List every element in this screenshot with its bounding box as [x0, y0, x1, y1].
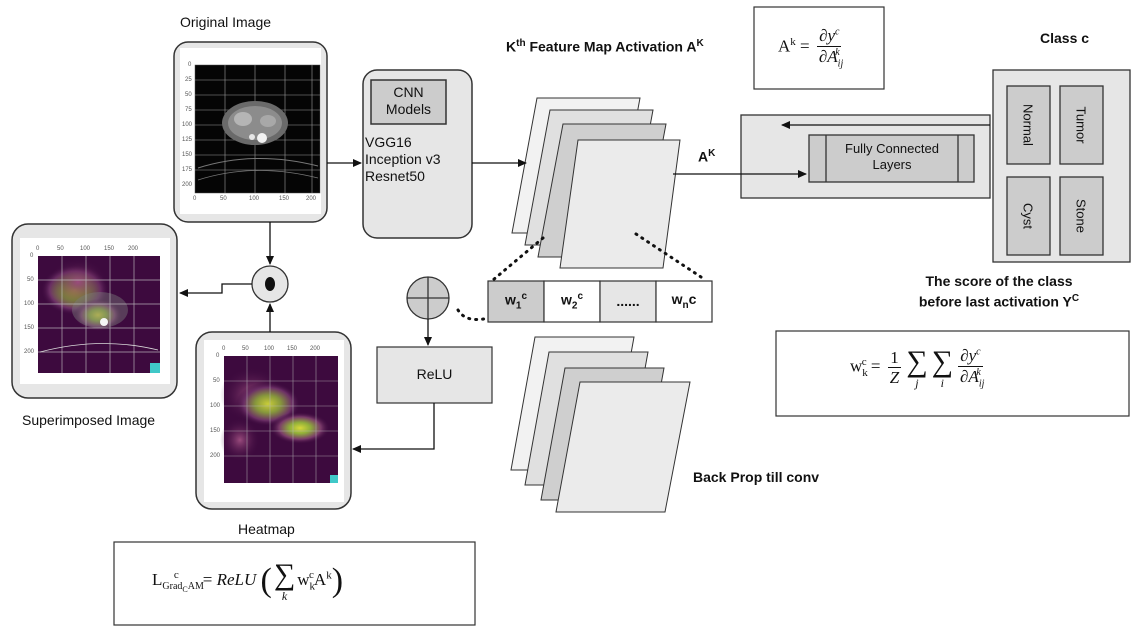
back-prop-label: Back Prop till conv — [693, 469, 820, 485]
weight-w1: w1c — [504, 291, 527, 312]
feature-map-title: Kth Feature Map Activation AK — [506, 38, 704, 55]
class-c-label: Class c — [1040, 30, 1090, 46]
feature-map-stack-top — [511, 97, 681, 269]
multiply-node-icon — [251, 265, 289, 303]
formula-box-ak — [753, 6, 885, 90]
class-tumor: Tumor — [1073, 106, 1089, 144]
class-box — [992, 69, 1131, 263]
weight-vector — [487, 280, 713, 323]
ak-label: AK — [698, 148, 716, 165]
cnn-model-list: VGG16 Inception v3 Resnet50 — [365, 134, 441, 185]
cnn-title: CNN Models — [385, 84, 432, 117]
formula-ak: Ak = ∂yc∂Aijk — [778, 26, 844, 69]
formula-box-gradcam — [113, 541, 476, 626]
fc-label: Fully Connected Layers — [845, 141, 939, 172]
weight-wn: wnc — [671, 291, 697, 311]
weight-dots: ...... — [616, 293, 640, 309]
heatmap-panel — [195, 331, 352, 510]
superimposed-image-panel — [11, 223, 178, 399]
sum-node-icon — [406, 276, 450, 320]
cnn-model-vgg16: VGG16 — [365, 134, 412, 150]
cnn-models-box — [362, 69, 473, 239]
relu-label: ReLU — [416, 366, 453, 382]
superimposed-image-label: Superimposed Image — [22, 412, 156, 428]
relu-box — [376, 346, 493, 404]
cnn-model-resnet: Resnet50 — [365, 168, 425, 184]
cnn-model-inception: Inception v3 — [365, 151, 441, 167]
class-cyst: Cyst — [1020, 203, 1036, 229]
original-image-panel — [173, 41, 328, 223]
class-stone: Stone — [1073, 199, 1089, 233]
heatmap-label: Heatmap — [238, 521, 295, 537]
score-label: The score of the class before last activ… — [918, 273, 1080, 310]
projection-dots — [456, 232, 703, 321]
feature-map-stack-bottom — [510, 336, 691, 513]
class-normal: Normal — [1020, 104, 1036, 146]
formula-box-weight — [775, 330, 1130, 417]
connectors — [179, 121, 990, 453]
original-image-label: Original Image — [180, 14, 272, 30]
weight-w2: w2c — [560, 291, 583, 312]
